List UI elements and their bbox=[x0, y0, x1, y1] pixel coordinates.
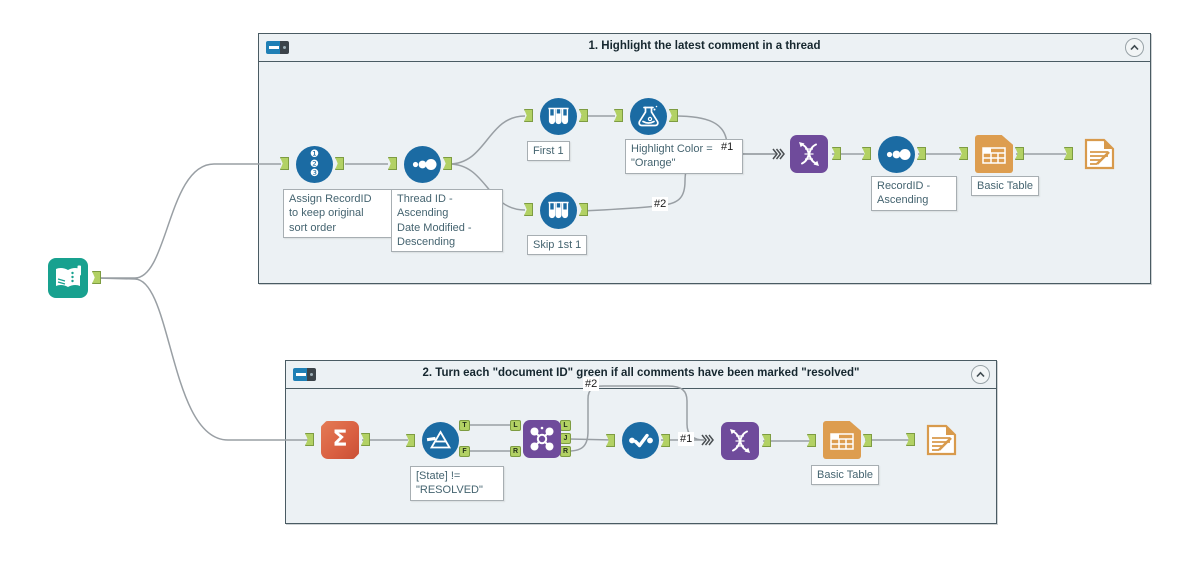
input-anchor[interactable] bbox=[614, 109, 623, 122]
multi-input-icon bbox=[772, 148, 785, 160]
container-toggle-icon[interactable] bbox=[293, 368, 316, 381]
anchor-left-out[interactable]: L bbox=[560, 420, 571, 431]
annotation-sample-first[interactable]: First 1 bbox=[527, 141, 570, 162]
connection-sort-samplefirst[interactable] bbox=[448, 115, 526, 165]
table-icon bbox=[830, 421, 861, 450]
test-tubes-icon bbox=[548, 107, 569, 125]
connection-label-4: #1 bbox=[678, 432, 695, 446]
output-anchor[interactable] bbox=[335, 157, 344, 170]
connection-joinR-union2[interactable] bbox=[568, 385, 705, 452]
annotation-formula[interactable]: Highlight Color = "Orange" bbox=[625, 139, 743, 174]
anchor-right-in[interactable]: R bbox=[510, 446, 521, 457]
collapse-button[interactable] bbox=[1125, 38, 1144, 57]
connection-input-recordid[interactable] bbox=[96, 163, 281, 279]
output-anchor[interactable] bbox=[917, 147, 926, 160]
anchor-join-out[interactable]: J bbox=[560, 433, 571, 444]
container-2-header: 2. Turn each "document ID" green if all … bbox=[286, 361, 996, 389]
tool-union-2[interactable] bbox=[721, 422, 759, 460]
numbered-circles-icon: ❶ ❷ ❸ bbox=[310, 149, 319, 179]
container-1-header: 1. Highlight the latest comment in a thr… bbox=[259, 34, 1150, 62]
connection-label-3: #2 bbox=[583, 377, 600, 391]
anchor-right-out[interactable]: R bbox=[560, 446, 571, 457]
tool-render-1[interactable] bbox=[1080, 135, 1118, 173]
connection-sort-sampleskip[interactable] bbox=[448, 163, 526, 211]
output-anchor[interactable] bbox=[579, 109, 588, 122]
sort-dots-icon bbox=[412, 159, 437, 170]
annotation-sort-1[interactable]: Thread ID - Ascending Date Modified - De… bbox=[391, 189, 503, 253]
tool-sample-skip[interactable] bbox=[540, 192, 577, 229]
tool-join[interactable] bbox=[523, 420, 561, 458]
output-anchor[interactable] bbox=[832, 147, 841, 160]
output-anchor[interactable] bbox=[661, 434, 670, 447]
output-anchor[interactable] bbox=[92, 271, 101, 284]
tool-unique[interactable] bbox=[622, 422, 659, 459]
input-anchor[interactable] bbox=[280, 157, 289, 170]
tool-formula[interactable] bbox=[630, 98, 667, 135]
input-anchor[interactable] bbox=[305, 433, 314, 446]
output-anchor[interactable] bbox=[579, 203, 588, 216]
collapse-button[interactable] bbox=[971, 365, 990, 384]
chevron-up-icon bbox=[1130, 44, 1139, 51]
annotation-table-2[interactable]: Basic Table bbox=[811, 465, 880, 486]
input-anchor[interactable] bbox=[406, 434, 415, 447]
filter-funnel-icon bbox=[426, 430, 452, 449]
output-anchor[interactable] bbox=[863, 434, 872, 447]
annotation-sample-skip[interactable]: Skip 1st 1 bbox=[527, 235, 588, 256]
input-anchor[interactable] bbox=[388, 157, 397, 170]
render-report-icon bbox=[1084, 138, 1115, 170]
tool-table-2[interactable] bbox=[823, 421, 861, 459]
connection-joinJ-unique[interactable] bbox=[568, 438, 614, 441]
test-tubes-icon bbox=[548, 201, 569, 219]
book-icon bbox=[56, 265, 81, 287]
check-unique-icon bbox=[629, 433, 653, 448]
tool-sort-1[interactable] bbox=[404, 146, 441, 183]
tool-record-id[interactable]: ❶ ❷ ❸ bbox=[296, 146, 333, 183]
container-1-title: 1. Highlight the latest comment in a thr… bbox=[588, 40, 821, 52]
output-anchor[interactable] bbox=[1015, 147, 1024, 160]
tool-render-2[interactable] bbox=[922, 421, 960, 459]
dna-union-icon bbox=[799, 142, 819, 166]
input-anchor[interactable] bbox=[606, 434, 615, 447]
input-anchor[interactable] bbox=[524, 109, 533, 122]
input-anchor[interactable] bbox=[807, 434, 816, 447]
tool-table-1[interactable] bbox=[975, 135, 1013, 173]
tool-union-1[interactable] bbox=[790, 135, 828, 173]
tool-sample-first[interactable] bbox=[540, 98, 577, 135]
tool-summarize[interactable]: Σ bbox=[321, 421, 359, 459]
container-2-title: 2. Turn each "document ID" green if all … bbox=[422, 367, 860, 379]
connection-input-summarize[interactable] bbox=[95, 277, 309, 441]
tool-filter[interactable] bbox=[422, 422, 459, 459]
connection-label-1: #1 bbox=[719, 140, 736, 154]
annotation-sort-2[interactable]: RecordID - Ascending bbox=[871, 176, 957, 211]
sort-dots-icon bbox=[886, 149, 911, 160]
connection-label-2: #2 bbox=[652, 197, 669, 211]
annotation-filter[interactable]: [State] != "RESOLVED" bbox=[410, 466, 504, 501]
anchor-true[interactable]: T bbox=[459, 420, 470, 431]
join-molecule-icon bbox=[530, 426, 554, 451]
output-anchor[interactable] bbox=[361, 433, 370, 446]
chevron-up-icon bbox=[976, 371, 985, 378]
dna-union-icon bbox=[730, 429, 750, 453]
flask-icon bbox=[638, 105, 659, 127]
input-anchor[interactable] bbox=[959, 147, 968, 160]
multi-input-icon bbox=[701, 434, 714, 446]
input-anchor[interactable] bbox=[524, 203, 533, 216]
tool-input-data[interactable] bbox=[48, 258, 88, 298]
output-anchor[interactable] bbox=[762, 434, 771, 447]
anchor-false[interactable]: F bbox=[459, 446, 470, 457]
sigma-icon: Σ bbox=[332, 426, 348, 452]
input-anchor[interactable] bbox=[862, 147, 871, 160]
input-anchor[interactable] bbox=[1064, 147, 1073, 160]
container-toggle-icon[interactable] bbox=[266, 41, 289, 54]
output-anchor[interactable] bbox=[669, 109, 678, 122]
annotation-record-id[interactable]: Assign RecordID to keep original sort or… bbox=[283, 189, 395, 238]
anchor-left-in[interactable]: L bbox=[510, 420, 521, 431]
table-icon bbox=[982, 135, 1013, 164]
annotation-table-1[interactable]: Basic Table bbox=[971, 176, 1040, 197]
render-report-icon bbox=[926, 424, 957, 456]
output-anchor[interactable] bbox=[443, 157, 452, 170]
input-anchor[interactable] bbox=[906, 433, 915, 446]
tool-sort-2[interactable] bbox=[878, 136, 915, 173]
